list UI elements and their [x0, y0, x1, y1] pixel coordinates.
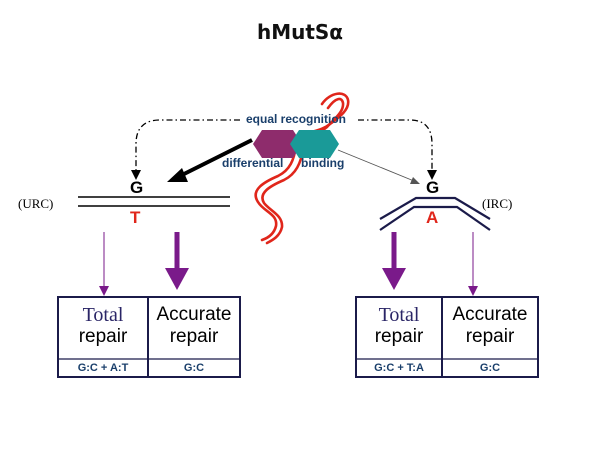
right-top-base: G	[426, 178, 440, 197]
recognition-arrowhead-left	[131, 170, 141, 180]
recognition-arrowhead-right	[427, 170, 437, 180]
equal-recognition-label: equal recognition	[246, 112, 347, 126]
right-bottom-strand	[379, 205, 491, 231]
right-repair-table-frame	[355, 296, 539, 378]
diagram-title: hMutSα	[256, 20, 344, 44]
right-accurate-repair-word: repair	[465, 326, 515, 347]
right-thick-arrowhead	[382, 268, 406, 290]
left-total-repair-word: repair	[78, 326, 128, 347]
left-thick-arrowhead	[165, 268, 189, 290]
binding-label: binding	[301, 156, 345, 170]
left-accurate-word: Accurate	[156, 304, 232, 325]
left-total-repair-header: Total repair	[58, 304, 148, 348]
urc-label: (URC)	[18, 196, 54, 211]
dna-strand-ribbon	[254, 92, 350, 245]
right-accurate-repair-header: Accurate repair	[442, 304, 538, 348]
recognition-arc-right	[358, 119, 433, 172]
irc-label: (IRC)	[482, 196, 513, 211]
msh6-hexagon	[290, 130, 339, 158]
left-repair-table-frame	[57, 296, 241, 378]
msh2-hexagon	[253, 130, 302, 158]
left-total-word: Total	[82, 304, 124, 326]
left-top-base: G	[130, 178, 144, 197]
left-accurate-repair-header: Accurate repair	[148, 304, 240, 348]
left-thin-arrowhead	[99, 286, 109, 296]
left-mismatch-base: T	[130, 208, 141, 227]
right-total-word: Total	[378, 304, 420, 326]
right-thin-arrowhead	[468, 286, 478, 296]
right-total-repair-word: repair	[374, 326, 424, 347]
recognition-arc-left	[135, 119, 240, 172]
left-total-repair-value: G:C + A:T	[77, 362, 129, 374]
weak-binding-arrowhead	[410, 177, 420, 184]
strong-binding-arrowhead	[167, 168, 188, 182]
right-top-strand	[379, 196, 491, 220]
weak-binding-arrow	[337, 149, 415, 182]
differential-label: differential	[222, 156, 284, 170]
right-total-repair-header: Total repair	[356, 304, 442, 348]
right-total-repair-value: G:C + T:A	[374, 362, 424, 374]
left-accurate-repair-value: G:C	[183, 362, 205, 374]
right-accurate-word: Accurate	[452, 304, 528, 325]
left-accurate-repair-word: repair	[169, 326, 219, 347]
right-accurate-repair-value: G:C	[479, 362, 501, 374]
strong-binding-arrow	[179, 138, 253, 178]
right-mismatch-base: A	[426, 208, 439, 227]
